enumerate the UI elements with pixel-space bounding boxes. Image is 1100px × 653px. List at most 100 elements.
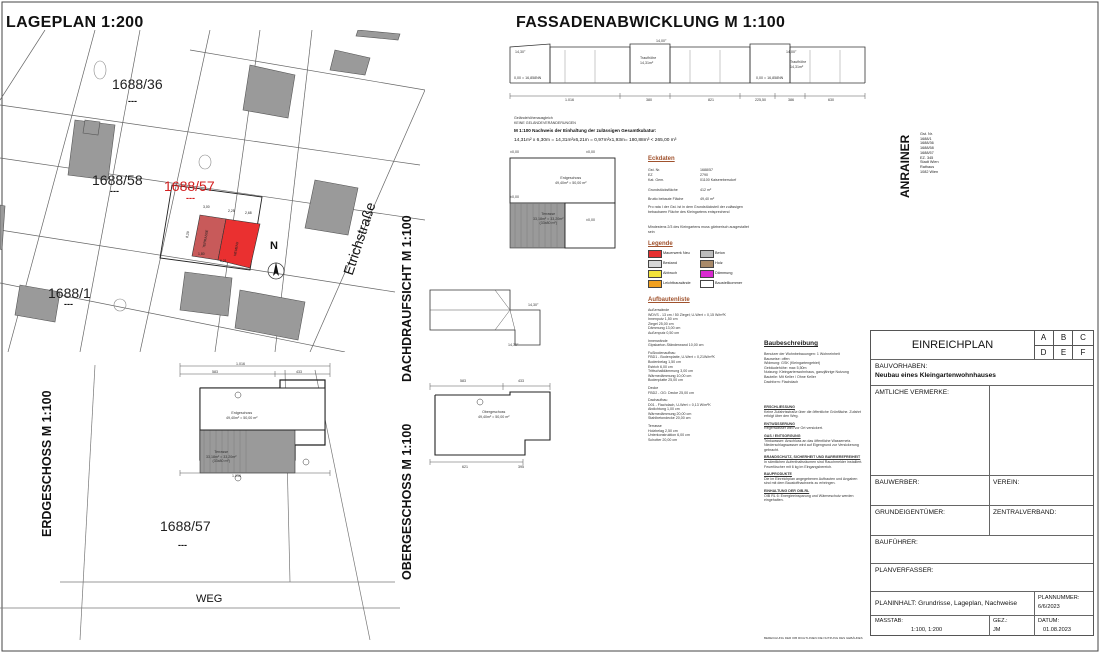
- obergeschoss-drawing: [429, 383, 551, 465]
- facade-roof-1: Traufhöhe 14,31m²: [640, 56, 657, 65]
- site-plan-eg-label: Erdgeschoss 49,40m² = 50,00 m²: [555, 176, 587, 185]
- planverfasser-label: PLANVERFASSER:: [875, 567, 934, 574]
- facade-drawing: [509, 43, 866, 99]
- plannummer-value: 6/6/2023: [1038, 604, 1060, 610]
- dachdraufsicht-title: DACHDRAUFSICHT M 1:100: [400, 215, 414, 382]
- legend-label: Leichtbauwände: [663, 281, 691, 285]
- title-block-main-title-cell: EINREICHPLAN: [871, 331, 1035, 359]
- revision-d: D: [1034, 345, 1053, 360]
- plot-label-1688-57-mark: ---: [186, 193, 195, 203]
- baubeschreibung-section-title: EINHALTUNG DER OIB-RL: [764, 488, 810, 493]
- baubeschreibung-section-text: Regenwasser wird vor Ort versickert.: [764, 426, 823, 431]
- facade-dim-2: 380: [646, 98, 652, 102]
- baubeschreibung-section-text: Die im Einreichplan angegebenen Aufbaute…: [764, 476, 858, 486]
- zentralverband-label: ZENTRALVERBAND:: [993, 509, 1057, 516]
- legend-swatch: [648, 270, 662, 278]
- planinhalt-value: Grundrisse, Lageplan, Nachweise: [918, 600, 1018, 607]
- revision-grid: A B C D E F: [1034, 331, 1093, 360]
- lageplan-dim-c: 3,00: [203, 205, 210, 209]
- site-level-2: ±0,00: [586, 150, 595, 154]
- site-floor-plan: [509, 157, 616, 249]
- baubeschreibung-section-text: OIB RL 6: Energieeinsparung und Wärmesch…: [764, 493, 854, 503]
- bauvorhaben-value: Neubau eines Kleingartenwohnhauses: [875, 372, 996, 379]
- legend-label: Dämmung: [715, 271, 733, 275]
- legende-heading: Legende: [648, 241, 673, 247]
- verein-label: VEREIN:: [993, 479, 1020, 486]
- revision-b: B: [1053, 331, 1073, 345]
- weg-lines: [0, 607, 400, 609]
- aufbauten-list: Außenwände WDVS - 13 cm / 50 Ziegel; U-W…: [648, 308, 753, 445]
- facade-height-2: 14,00°: [656, 39, 667, 43]
- site-level-3: ±0,00: [510, 195, 519, 199]
- eckdaten-text1: Pro rata I der Gst. ist in dem Grundstüc…: [648, 205, 743, 214]
- fassade-title: FASSADENABWICKLUNG M 1:100: [516, 14, 786, 31]
- facade-height-1: 14,30°: [515, 50, 526, 54]
- eckdaten-text2: Mindestens 2/3 des Kleingartens muss gär…: [648, 225, 749, 234]
- baufuehrer-label: BAUFÜHRER:: [875, 539, 918, 546]
- facade-dim-6: 630: [828, 98, 834, 102]
- eg-dim-b: 433: [296, 370, 302, 374]
- datum-value: 01.08.2023: [1043, 627, 1071, 633]
- roof-plan-drawing: [429, 289, 541, 346]
- aufbau-block: Außenwände WDVS - 13 cm / 50 Ziegel; U-W…: [648, 308, 726, 335]
- plot-label-1688-58: 1688/58: [92, 172, 143, 188]
- legend-swatch: [700, 270, 714, 278]
- bauwerber-label: BAUWERBER:: [875, 479, 920, 486]
- site-plan-terrasse-label: Terrasse 33,18m² = 33,20m² (33x80 m²): [533, 212, 564, 226]
- aufbau-block: Terrasse Holzbelag 2,50 cm Unterkonstruk…: [648, 424, 690, 442]
- legend-label: Baustellkommer: [715, 281, 743, 285]
- eckdaten-heading: Eckdaten: [648, 156, 675, 162]
- plan-type-title: EINREICHPLAN: [911, 339, 994, 351]
- roof-label-b: 14,30°: [508, 343, 519, 347]
- baubeschreibung-section-title: BRANDSCHUTZ, SICHERHEIT UND BARRIEREFREI…: [764, 455, 861, 460]
- facade-dim-5: 386: [788, 98, 794, 102]
- bauvorhaben-row: BAUVORHABEN: Neubau eines Kleingartenwoh…: [871, 359, 1093, 386]
- site-level-1: ±0,00: [510, 150, 519, 154]
- baubeschreibung-section-text: In sämtlichen Aufenthaltsräumen sind Rau…: [764, 459, 863, 469]
- lageplan-dim-b: 2,68: [245, 211, 252, 215]
- lageplan-dim-f: 8,20: [185, 231, 190, 238]
- site-level-4: ±0,00: [586, 218, 595, 222]
- aufbau-block: Fußbodenaufbau FBD1 - Bodenplatte, U-Wer…: [648, 350, 715, 383]
- gez-label: GEZ.:: [993, 618, 1008, 624]
- facade-dim-1: 1.016: [565, 98, 574, 102]
- planverfasser-row: PLANVERFASSER:: [871, 563, 1093, 592]
- facade-level-2: 0,00 = 16,858NN: [756, 76, 784, 80]
- planinhalt-label: PLANINHALT: Grundrisse, Lageplan, Nachwe…: [875, 600, 1018, 607]
- erdgeschoss-title: ERDGESCHOSS M 1:100: [40, 390, 54, 537]
- og-dim-c: 621: [462, 465, 468, 469]
- weg-label: WEG: [196, 593, 223, 605]
- north-label: N: [270, 240, 278, 252]
- massstab-value: 1:100, 1:200: [911, 627, 943, 633]
- anrainer-list: Gst. Nr. 1688/1 1688/36 1688/58 1688/57 …: [920, 132, 939, 174]
- og-dim-b: 433: [518, 379, 524, 383]
- revision-e: E: [1053, 345, 1073, 360]
- massstab-row: MASSTAB: 1:100, 1:200 GEZ.: JM DATUM: 01…: [871, 615, 1093, 636]
- anrainer-title: ANRAINER: [898, 134, 912, 198]
- grundeigentuemer-row: GRUNDEIGENTÜMER: ZENTRALVERBAND:: [871, 505, 1093, 536]
- baubeschreibung-section-title: ENTWÄSSERUNG: [764, 421, 795, 426]
- title-block: EINREICHPLAN A B C D E F BAUVORHABEN: Ne…: [870, 330, 1094, 636]
- nachweis-note2: KEINE GELÄNDEVERÄNDERUNGEN: [514, 121, 576, 125]
- roof-label-a: 14,30°: [528, 303, 539, 307]
- lageplan-dim-e: 6,21: [220, 259, 227, 263]
- planinhalt-row: PLANINHALT: Grundrisse, Lageplan, Nachwe…: [871, 591, 1093, 616]
- aufbau-block: Innenwände Gipskarton-Ständerwand 10,00 …: [648, 338, 704, 348]
- eg-room-label: Erdgeschoss 49,40m² = 50,00 m²: [226, 411, 258, 420]
- plot-label-1688-57: 1688/57: [164, 178, 215, 194]
- aufbauten-heading: Aufbautenliste: [648, 297, 690, 303]
- legend-swatch: [648, 280, 662, 288]
- facade-roof-2: Traufhöhe 14,31m²: [790, 60, 807, 69]
- nachweis-heading: M 1:100 Nachweis der Einhaltung der zulä…: [514, 128, 657, 133]
- amtliche-vermerke-label: AMTLICHE VERMERKE:: [875, 389, 950, 396]
- eg-dim-total: 1.016: [236, 362, 245, 366]
- datum-label: DATUM:: [1038, 618, 1060, 624]
- erdgeschoss-drawing: [60, 363, 395, 640]
- eg-dim-a: 583: [212, 370, 218, 374]
- og-dim-a: 583: [460, 379, 466, 383]
- amtliche-vermerke-row: AMTLICHE VERMERKE:: [871, 385, 1093, 476]
- north-arrow-icon: [267, 262, 285, 280]
